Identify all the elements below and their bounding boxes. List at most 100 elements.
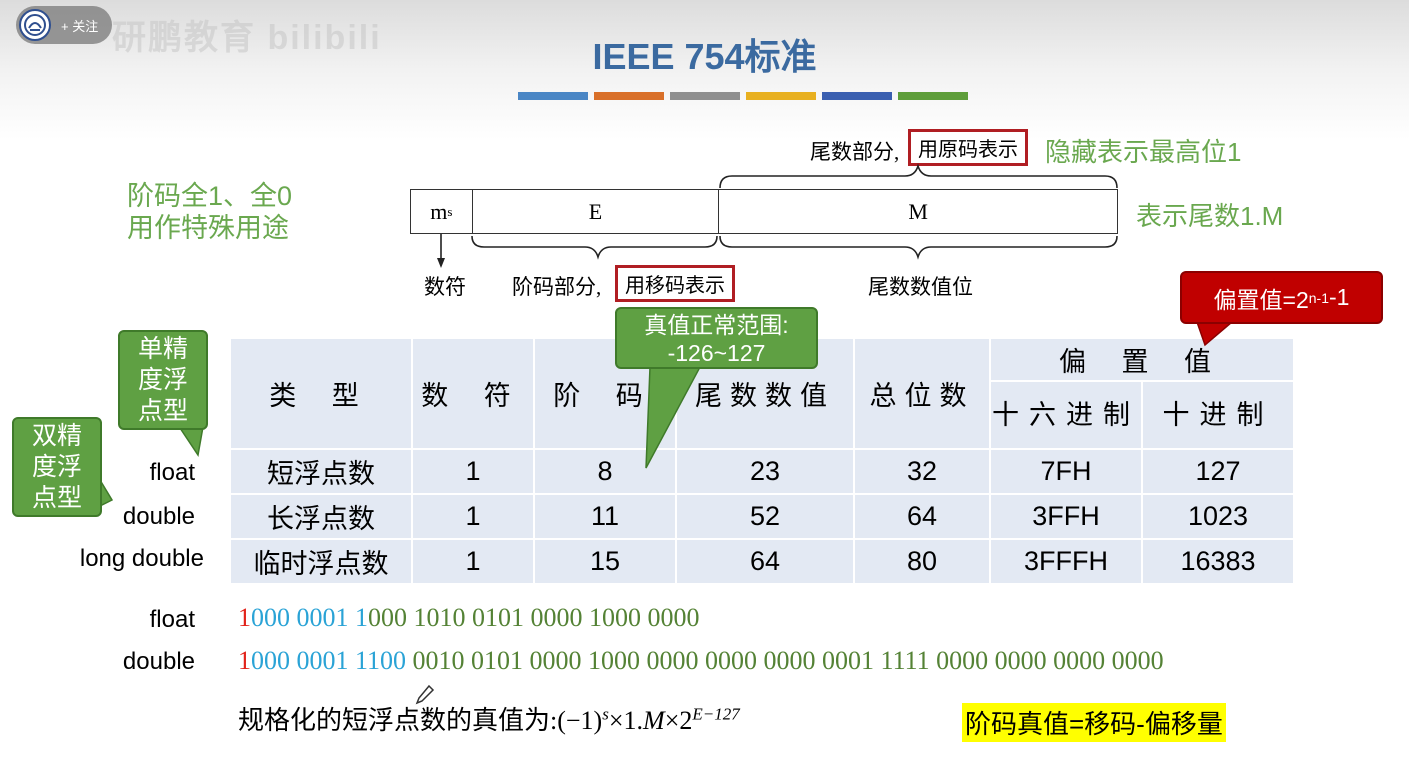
cell-sign: 1 (411, 538, 535, 585)
row-label-float: float (149, 459, 195, 486)
bits-float-label: float (149, 606, 195, 633)
ieee754-spec-table: 类 型 数 符 阶 码 尾数数值 总位数 偏 置 值 十六进制 十进制 短浮点数… (229, 337, 1295, 585)
cell-hex: 3FFH (989, 493, 1143, 540)
range-callout-line1: 真值正常范围: (644, 312, 789, 338)
title-color-bar (898, 92, 968, 100)
cell-type: 长浮点数 (229, 493, 413, 540)
page-title: IEEE 754标准 (592, 36, 817, 77)
sign-arrow-head (437, 258, 445, 268)
special-use-note-line1: 阶码全1、全0 (127, 181, 293, 211)
double-exponent-bits: 000 0001 1100 (251, 646, 407, 675)
cell-type: 临时浮点数 (229, 538, 413, 585)
biased-code-box: 用移码表示 (615, 265, 735, 302)
single-callout-line3: 点型 (137, 397, 188, 425)
header-type: 类 型 (229, 337, 413, 450)
table-row: 短浮点数 1 8 23 32 7FH 127 (229, 448, 1295, 495)
formula-sup-exp: E−127 (692, 704, 740, 724)
header-dec: 十进制 (1141, 380, 1295, 450)
cell-total: 80 (853, 538, 991, 585)
header-hex: 十六进制 (989, 380, 1143, 450)
mantissa-bits-label: 尾数数值位 (868, 275, 973, 299)
title-color-bar (518, 92, 588, 100)
mantissa-value-note: 表示尾数1.M (1136, 201, 1284, 231)
cell-total: 32 (853, 448, 991, 495)
double-mantissa-bits: 0010 0101 0000 1000 0000 0000 0000 0001 … (406, 646, 1164, 675)
table-row: 长浮点数 1 11 52 64 3FFH 1023 (229, 493, 1295, 540)
mantissa-top-brace (719, 163, 1118, 189)
formula-times: ×2 (664, 706, 693, 735)
single-precision-callout: 单精 度浮 点型 (118, 330, 208, 430)
school-logo-icon (24, 14, 46, 36)
mantissa-field: M (908, 198, 928, 224)
cell-dec: 16383 (1141, 538, 1295, 585)
float-exponent-bits: 000 0001 1 (251, 603, 368, 632)
range-callout: 真值正常范围: -126~127 (615, 307, 818, 369)
title-color-bar (670, 92, 740, 100)
title-color-bar (746, 92, 816, 100)
double-bit-string: 1000 0001 1100 0010 0101 0000 1000 0000 … (238, 646, 1164, 676)
sign-field-label: m (430, 198, 448, 224)
header-bias: 偏 置 值 (989, 337, 1295, 382)
original-code-box: 用原码表示 (908, 129, 1028, 166)
cell-exponent: 11 (533, 493, 677, 540)
bias-callout-pointer (1195, 321, 1235, 347)
float-bit-string: 1000 0001 1000 1010 0101 0000 1000 0000 (238, 603, 700, 633)
formula-m: M (643, 706, 665, 735)
table-row: 临时浮点数 1 15 64 80 3FFFH 16383 (229, 538, 1295, 585)
cell-mantissa: 23 (675, 448, 855, 495)
pen-cursor-icon (415, 684, 435, 705)
row-label-double: double (122, 503, 195, 530)
exponent-bottom-brace (471, 235, 718, 260)
single-callout-line2: 度浮 (137, 366, 188, 394)
special-use-note-line2: 用作特殊用途 (127, 213, 289, 243)
bias-callout-sup: n-1 (1308, 289, 1329, 306)
mantissa-part-label: 尾数部分, (810, 140, 900, 164)
cell-mantissa: 52 (675, 493, 855, 540)
bits-double-label: double (122, 648, 195, 675)
range-callout-line2: -126~127 (667, 340, 766, 366)
follow-button[interactable]: + 关注 (16, 6, 112, 44)
single-callout-line1: 单精 (137, 335, 188, 363)
bias-callout-text: 偏置值=2 (1213, 286, 1309, 313)
title-color-bar (822, 92, 892, 100)
cell-sign: 1 (411, 448, 535, 495)
double-precision-callout: 双精 度浮 点型 (12, 417, 102, 517)
special-use-note: 阶码全1、全0 用作特殊用途 (127, 180, 292, 244)
row-label-long-double: long double (79, 545, 204, 572)
title-color-bars (518, 92, 968, 100)
header-sign: 数 符 (411, 337, 535, 450)
header-total-bits: 总位数 (853, 337, 991, 450)
formula-mid: ×1. (608, 706, 644, 735)
double-sign-bit: 1 (238, 646, 251, 675)
sign-label: 数符 (424, 275, 466, 299)
channel-avatar[interactable] (19, 9, 51, 41)
cell-exponent: 15 (533, 538, 677, 585)
cell-sign: 1 (411, 493, 535, 540)
double-callout-line1: 双精 (31, 422, 82, 450)
cell-mantissa: 64 (675, 538, 855, 585)
sign-field-sub: s (447, 203, 453, 219)
mantissa-bottom-brace (719, 235, 1118, 260)
hidden-bit-note: 隐藏表示最高位1 (1045, 137, 1242, 167)
callout-pointers (80, 321, 1235, 517)
double-callout-line3: 点型 (31, 484, 82, 512)
follow-label[interactable]: + 关注 (61, 18, 99, 34)
title-color-bar (594, 92, 664, 100)
formula-sup-s: s (602, 704, 609, 724)
formula-text: 规格化的短浮点数的真值为:(−1) (238, 706, 603, 735)
cell-type: 短浮点数 (229, 448, 413, 495)
cell-dec: 1023 (1141, 493, 1295, 540)
cell-total: 64 (853, 493, 991, 540)
float-mantissa-bits: 000 1010 0101 0000 1000 0000 (368, 603, 700, 632)
double-callout-line2: 度浮 (31, 453, 82, 481)
float-sign-bit: 1 (238, 603, 251, 632)
exponent-part-label: 阶码部分, (512, 275, 602, 299)
range-callout-pointer (645, 366, 702, 469)
normalized-value-formula: 规格化的短浮点数的真值为:(−1)s×1.M×2E−127 (238, 700, 740, 737)
watermark: 研鹏教育 bilibili (112, 19, 382, 57)
cell-hex: 7FH (989, 448, 1143, 495)
cell-hex: 3FFFH (989, 538, 1143, 585)
cell-dec: 127 (1141, 448, 1295, 495)
